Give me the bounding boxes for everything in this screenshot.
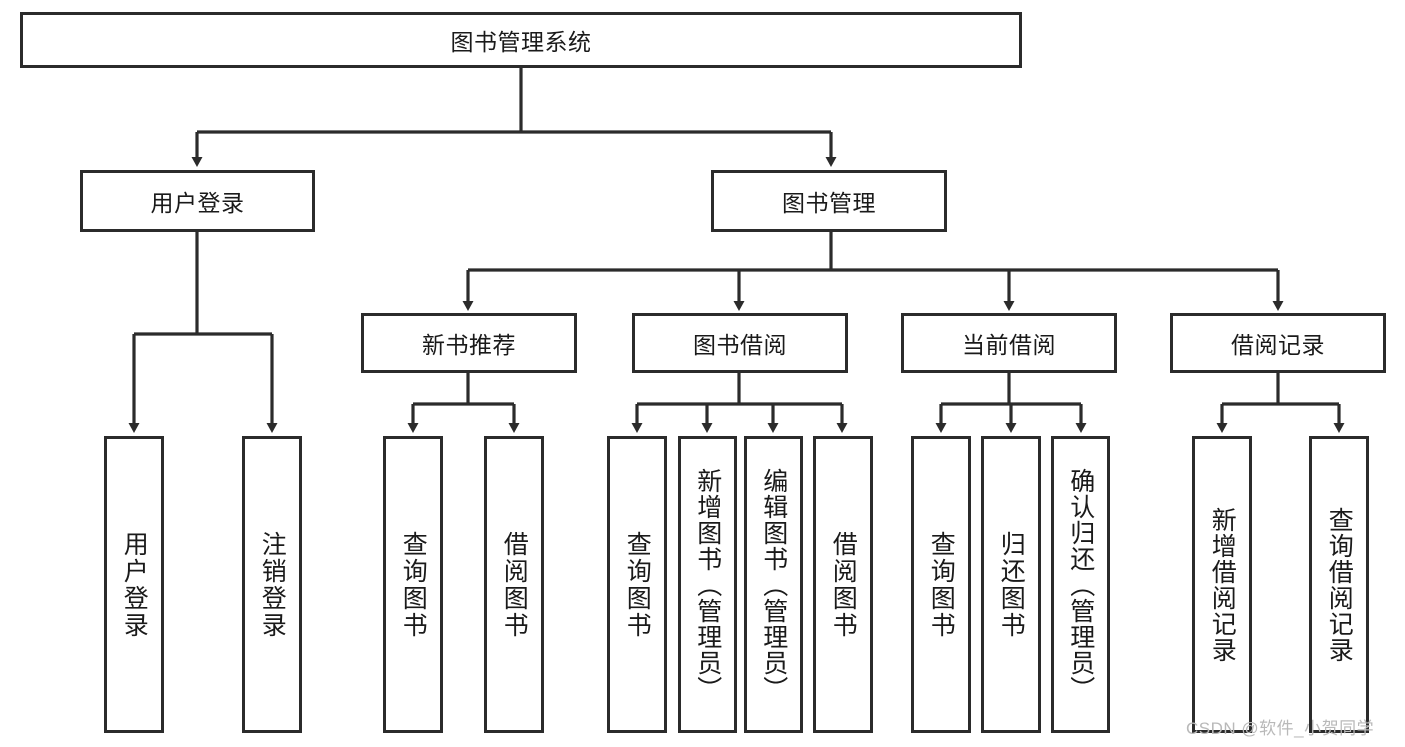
node-label: 查询图书 <box>399 530 428 639</box>
node-label: 确认归还（管理员） <box>1066 467 1095 702</box>
node-label: 图书管理 <box>782 190 876 216</box>
leaf-current-query[interactable]: 查询图书 <box>911 436 971 733</box>
node-label: 注销登录 <box>258 530 287 639</box>
node-label: 用户登录 <box>120 530 149 639</box>
node-root-system[interactable]: 图书管理系统 <box>20 12 1022 68</box>
node-label: 用户登录 <box>150 190 245 216</box>
node-label: 新增图书（管理员） <box>693 467 722 702</box>
node-label: 查询图书 <box>927 530 956 639</box>
node-label: 归还图书 <box>997 530 1026 639</box>
node-label: 当前借阅 <box>962 332 1056 358</box>
leaf-record-query[interactable]: 查询借阅记录 <box>1309 436 1369 733</box>
node-book-borrow[interactable]: 图书借阅 <box>632 313 848 373</box>
node-label: 新书推荐 <box>422 332 516 358</box>
leaf-record-add[interactable]: 新增借阅记录 <box>1192 436 1252 733</box>
node-current-borrow[interactable]: 当前借阅 <box>901 313 1117 373</box>
leaf-logout[interactable]: 注销登录 <box>242 436 302 733</box>
node-label: 新增借阅记录 <box>1208 506 1237 663</box>
node-label: 编辑图书（管理员） <box>759 467 788 702</box>
node-label: 查询图书 <box>623 530 652 639</box>
node-label: 图书管理系统 <box>450 29 592 55</box>
node-label: 借阅图书 <box>500 530 529 639</box>
node-label: 图书借阅 <box>693 332 787 358</box>
node-borrow-record[interactable]: 借阅记录 <box>1170 313 1386 373</box>
leaf-newbook-query[interactable]: 查询图书 <box>383 436 443 733</box>
node-new-book-recommend[interactable]: 新书推荐 <box>361 313 577 373</box>
leaf-borrow-query[interactable]: 查询图书 <box>607 436 667 733</box>
node-book-management[interactable]: 图书管理 <box>711 170 947 232</box>
leaf-user-login[interactable]: 用户登录 <box>104 436 164 733</box>
leaf-borrow-edit-book-admin[interactable]: 编辑图书（管理员） <box>744 436 803 733</box>
leaf-current-confirm-return-admin[interactable]: 确认归还（管理员） <box>1051 436 1110 733</box>
csdn-watermark: CSDN @软件_小贺同学 <box>1186 719 1375 738</box>
node-user-login[interactable]: 用户登录 <box>80 170 315 232</box>
leaf-borrow-borrow-book[interactable]: 借阅图书 <box>813 436 873 733</box>
node-label: 借阅图书 <box>829 530 858 639</box>
leaf-current-return[interactable]: 归还图书 <box>981 436 1041 733</box>
node-label: 借阅记录 <box>1231 332 1325 358</box>
leaf-borrow-add-book-admin[interactable]: 新增图书（管理员） <box>678 436 737 733</box>
node-label: 查询借阅记录 <box>1325 506 1354 663</box>
leaf-newbook-borrow[interactable]: 借阅图书 <box>484 436 544 733</box>
